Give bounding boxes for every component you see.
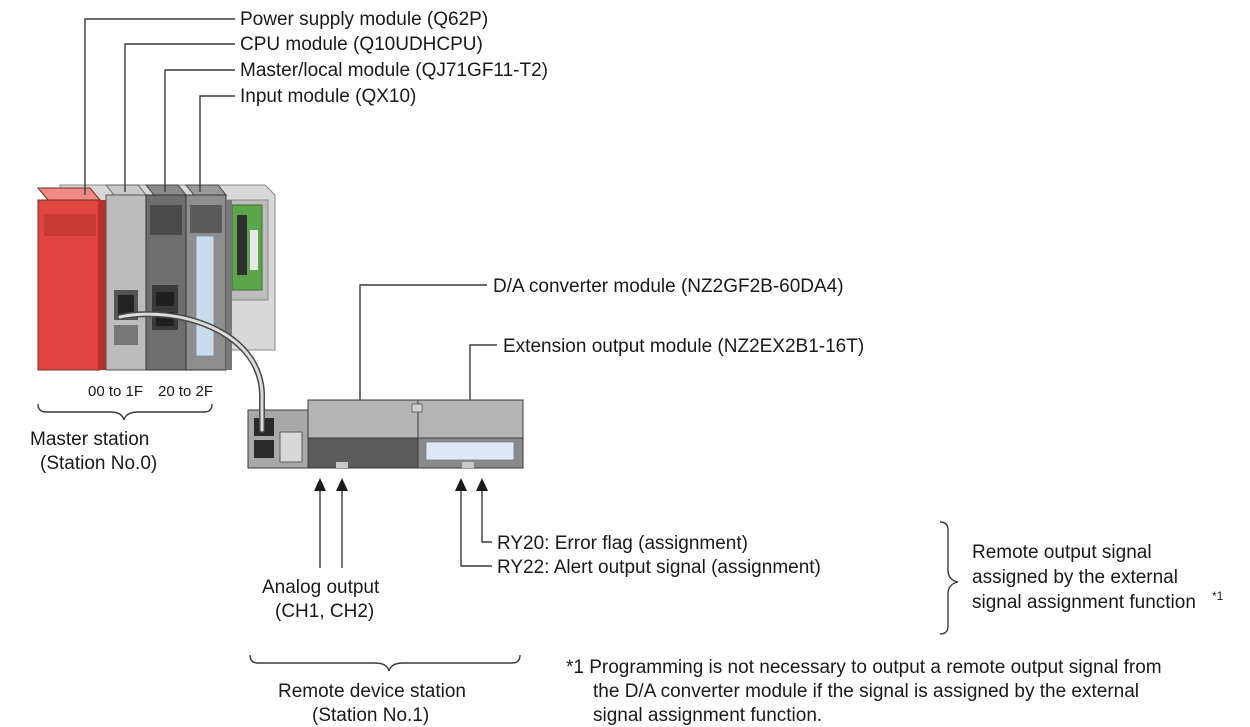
- remote-output-superscript: *1: [1212, 589, 1224, 603]
- footnote-line2: the D/A converter module if the signal i…: [593, 681, 1139, 702]
- master-station-label-line2: (Station No.0): [40, 453, 157, 474]
- pcb-terminal-icon: [231, 204, 263, 291]
- up-arrow-icon: [476, 478, 488, 491]
- up-arrow-icon: [314, 478, 326, 491]
- remote-station-brace: [249, 654, 521, 672]
- remote-station-label-line1: Remote device station: [278, 681, 466, 702]
- signal-ry20: RY20: Error flag (assignment): [497, 533, 748, 554]
- up-arrow-icon: [455, 478, 467, 491]
- callout-input: Input module (QX10): [240, 86, 416, 107]
- remote-output-line2: assigned by the external: [972, 567, 1178, 588]
- up-arrow-icon: [336, 478, 348, 491]
- plc-rack-illustration: [36, 184, 276, 371]
- remote-station-label-line2: (Station No.1): [312, 705, 429, 726]
- analog-output-label-line2: (CH1, CH2): [275, 601, 374, 622]
- callout-leaders-remote: [359, 284, 497, 400]
- callout-cpu: CPU module (Q10UDHCPU): [240, 34, 483, 55]
- cpu-module-icon: [104, 184, 148, 371]
- master-range-1: 00 to 1F: [88, 383, 143, 400]
- remote-output-line1: Remote output signal: [972, 542, 1152, 563]
- remote-io-unit-illustration: [247, 399, 524, 469]
- callout-master-local: Master/local module (QJ71GF11-T2): [240, 60, 548, 81]
- footnote-line3: signal assignment function.: [593, 705, 822, 726]
- signal-ry22: RY22: Alert output signal (assignment): [497, 557, 821, 578]
- remote-output-brace: [939, 521, 959, 635]
- analog-output-arrows: [314, 478, 348, 568]
- master-range-2: 20 to 2F: [158, 383, 213, 400]
- footnote-line1: *1 Programming is not necessary to outpu…: [566, 657, 1162, 678]
- master-station-label-line1: Master station: [30, 429, 149, 450]
- callout-leaders-top: [84, 18, 235, 195]
- master-local-module-icon: [144, 184, 188, 371]
- remote-output-line3: signal assignment function: [972, 592, 1196, 613]
- da-converter-module-icon: [307, 399, 419, 469]
- master-station-brace: [37, 403, 213, 421]
- callout-extension-output: Extension output module (NZ2EX2B1-16T): [503, 336, 864, 357]
- extension-output-module-icon: [417, 399, 524, 469]
- callout-da-converter: D/A converter module (NZ2GF2B-60DA4): [493, 276, 844, 297]
- input-module-icon: [184, 184, 228, 371]
- power-supply-module-icon: [36, 187, 106, 371]
- analog-output-label-line1: Analog output: [262, 577, 380, 598]
- callout-power-supply: Power supply module (Q62P): [240, 9, 488, 30]
- remote-output-arrows: [455, 478, 492, 567]
